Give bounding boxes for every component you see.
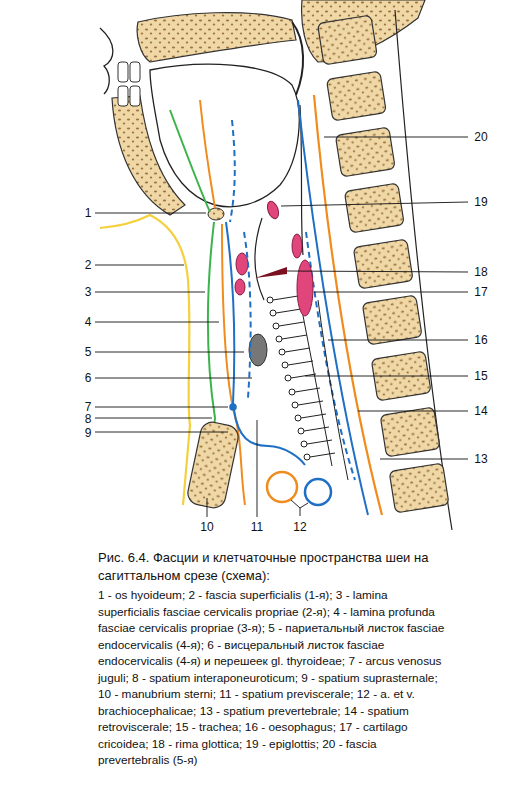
tooth	[130, 86, 140, 106]
epiglottis	[265, 200, 281, 220]
manubrium-sterni	[186, 420, 241, 510]
callout-number: 6	[84, 371, 93, 385]
hyoid-bone	[208, 208, 224, 220]
fascia-blue-line	[298, 100, 368, 515]
larynx-wall	[255, 218, 264, 300]
visceral-fascia-dashed	[306, 232, 355, 480]
soft-palate	[292, 22, 303, 95]
callout-number: 12	[292, 520, 307, 534]
tooth	[118, 62, 128, 82]
cricoid-cartilage	[297, 260, 313, 316]
trachea-rings	[267, 296, 335, 460]
fascia-parietal-dashed	[230, 120, 251, 398]
callout-number: 19	[473, 195, 488, 209]
tooth	[118, 86, 128, 106]
fascia-superficialis-line	[100, 215, 190, 505]
callout-number: 2	[84, 258, 93, 272]
face-profile	[100, 28, 113, 94]
callout-number: 1	[84, 206, 93, 220]
leader-lines	[95, 137, 468, 517]
callout-number: 14	[473, 404, 488, 418]
hard-palate	[137, 13, 296, 62]
trachea-back-wall	[300, 300, 332, 466]
tongue	[150, 64, 299, 207]
thyroid-isthmus	[249, 334, 267, 366]
tooth	[130, 62, 140, 82]
mandible	[112, 96, 185, 215]
vertebral-column	[317, 15, 449, 513]
jugular-arch	[229, 403, 237, 411]
figure-caption: Рис. 6.4. Фасции и клетчаточные простран…	[98, 549, 448, 585]
callout-number: 10	[199, 520, 214, 534]
callout-number: 5	[84, 345, 93, 359]
thyroid-cartilage	[236, 253, 248, 275]
callout-number: 18	[473, 265, 488, 279]
callout-number: 7	[84, 400, 93, 414]
legend-text: 1 - os hyoideum; 2 - fascia superficiali…	[98, 587, 448, 769]
fascia-prevertebral-line	[314, 95, 382, 515]
brachiocephalic-artery	[267, 472, 297, 502]
callout-number: 4	[84, 315, 93, 329]
callout-number: 15	[473, 369, 488, 383]
callout-number: 9	[84, 426, 93, 440]
arytenoid	[292, 234, 302, 258]
callout-number: 3	[84, 285, 93, 299]
callout-number: 13	[473, 452, 488, 466]
callout-number: 16	[473, 333, 488, 347]
callout-number: 8	[84, 412, 93, 426]
thyroid-cartilage	[235, 279, 245, 295]
callout-number: 17	[473, 285, 488, 299]
rima-glottica	[255, 267, 287, 278]
brachiocephalic-vein	[305, 479, 331, 505]
callout-number: 20	[473, 130, 488, 144]
fascia-fourth-line	[226, 222, 305, 465]
callout-number: 11	[250, 520, 264, 534]
